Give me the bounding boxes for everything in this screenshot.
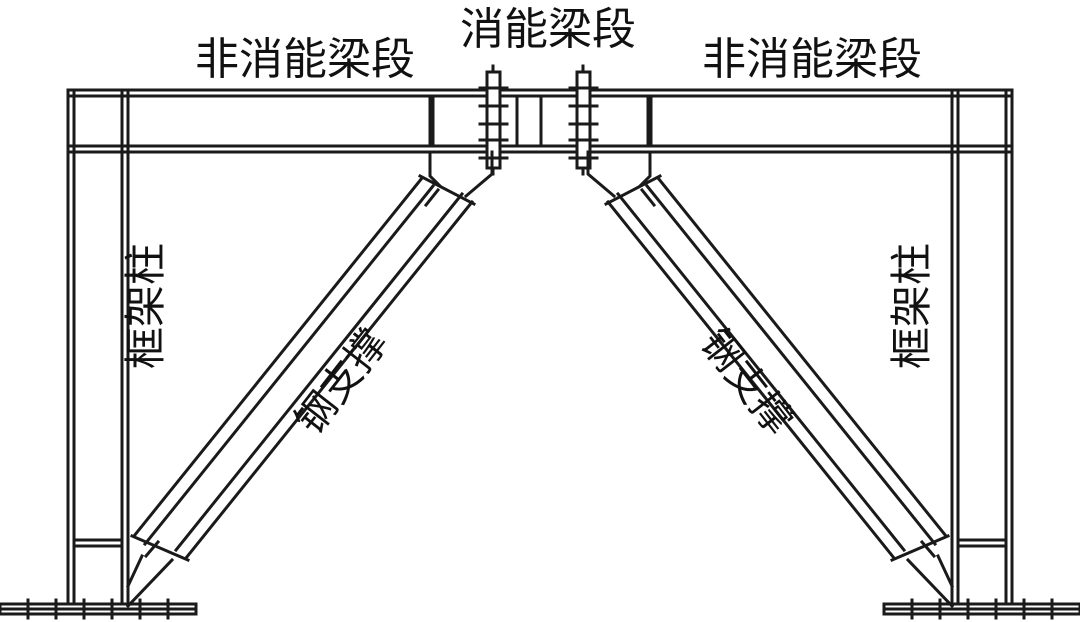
link-beam-label: 消能梁段 (460, 4, 636, 55)
right-brace (586, 150, 955, 609)
frame-column-left-label: 框架柱 (121, 243, 170, 369)
non-link-beam-right-label: 非消能梁段 (702, 34, 922, 85)
base-plate-left (0, 598, 198, 620)
steel-brace-left-label: 钢支撑 (287, 321, 397, 444)
splice-plate-right (568, 64, 599, 176)
top-beam (66, 88, 1014, 154)
non-link-beam-left-label: 非消能梁段 (195, 34, 415, 85)
left-column (66, 88, 130, 608)
steel-brace-right-label: 钢支撑 (691, 321, 801, 444)
left-brace (125, 150, 494, 609)
base-plate-right (882, 598, 1080, 620)
labels: 消能梁段 非消能梁段 非消能梁段 框架柱 框架柱 钢支撑 钢支撑 (121, 4, 936, 443)
right-column (950, 88, 1014, 608)
frame-column-right-label: 框架柱 (887, 243, 936, 369)
